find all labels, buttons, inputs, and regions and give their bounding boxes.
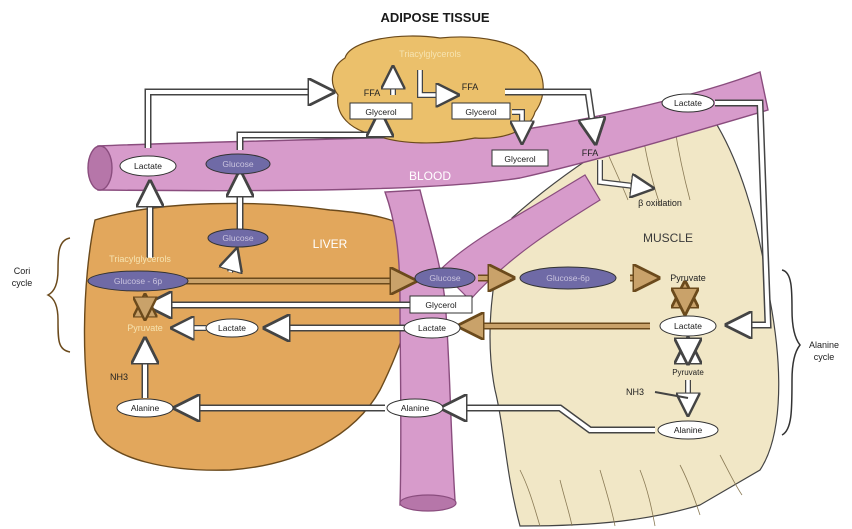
muscle-beta-oxidation: β oxidation bbox=[638, 198, 682, 208]
blood-glycerol: Glycerol bbox=[504, 154, 535, 164]
liver-lactate: Lactate bbox=[218, 323, 246, 333]
adipose-triacylglycerols: Triacylglycerols bbox=[399, 49, 461, 59]
liver-triacylglycerols: Triacylglycerols bbox=[109, 254, 171, 264]
adipose-ffa-right: FFA bbox=[462, 82, 479, 92]
muscle-pyruvate-2: Pyruvate bbox=[672, 368, 704, 377]
liver-nh3: NH3 bbox=[110, 372, 128, 382]
vessel-glycerol: Glycerol bbox=[425, 300, 456, 310]
liver-pyruvate: Pyruvate bbox=[127, 323, 163, 333]
vessel-glucose: Glucose bbox=[429, 273, 460, 283]
muscle-lactate-top: Lactate bbox=[674, 98, 702, 108]
muscle-nh3: NH3 bbox=[626, 387, 644, 397]
muscle-glucose6p: Glucose-6p bbox=[546, 273, 590, 283]
adipose-glycerol-left: Glycerol bbox=[365, 107, 396, 117]
vessel-bottom-opening bbox=[400, 495, 456, 511]
vessel-opening bbox=[88, 146, 112, 190]
blood-ffa: FFA bbox=[582, 148, 599, 158]
alanine-cycle-bracket bbox=[782, 270, 800, 435]
muscle-pyruvate: Pyruvate bbox=[670, 273, 706, 283]
blood-lactate: Lactate bbox=[134, 161, 162, 171]
adipose-ffa-left: FFA bbox=[364, 88, 381, 98]
vessel-lactate: Lactate bbox=[418, 323, 446, 333]
muscle-alanine: Alanine bbox=[674, 425, 703, 435]
muscle-region-label: MUSCLE bbox=[643, 231, 693, 245]
liver-region-label: LIVER bbox=[313, 237, 348, 251]
blood-glucose: Glucose bbox=[222, 159, 253, 169]
cori-cycle-bracket bbox=[48, 238, 70, 352]
alanine-cycle-label-1: Alanine bbox=[809, 340, 839, 350]
cori-cycle-label-1: Cori bbox=[14, 266, 31, 276]
muscle-lactate: Lactate bbox=[674, 321, 702, 331]
liver-alanine: Alanine bbox=[131, 403, 160, 413]
adipose-glycerol-right: Glycerol bbox=[465, 107, 496, 117]
liver-glucose6p: Glucose - 6p bbox=[114, 276, 162, 286]
vessel-alanine: Alanine bbox=[401, 403, 430, 413]
cori-cycle-label-2: cycle bbox=[12, 278, 33, 288]
liver-glucose: Glucose bbox=[222, 233, 253, 243]
blood-region-label: BLOOD bbox=[409, 169, 451, 183]
title: ADIPOSE TISSUE bbox=[380, 10, 489, 25]
alanine-cycle-label-2: cycle bbox=[814, 352, 835, 362]
